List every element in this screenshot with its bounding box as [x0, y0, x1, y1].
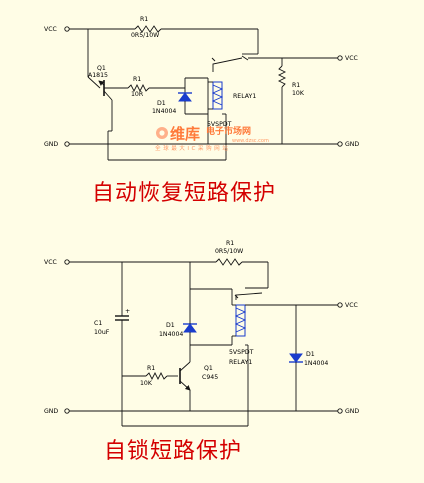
c2-q1-value: C945 — [202, 374, 218, 381]
c1-d1-value: 1N4004 — [152, 108, 176, 115]
c2-d1-ref: D1 — [166, 322, 175, 329]
c2-r1-resistor — [215, 258, 243, 266]
c1-d1-ref: D1 — [157, 100, 166, 107]
circuit-1-title: 自动恢复短路保护 — [92, 181, 276, 206]
c1-gnd-in-label: GND — [44, 141, 58, 148]
c1-q1-ref: Q1 — [97, 65, 106, 72]
c1-vcc-out-terminal — [337, 55, 343, 61]
c2-c1-ref: C1 — [94, 320, 102, 327]
c1-relay-value: 5VSPDT — [207, 121, 232, 128]
c1-q1-value: A1815 — [88, 72, 108, 79]
c1-r1-value: 0R5/10W — [131, 32, 159, 39]
c1-d1-diode — [178, 92, 192, 102]
c1-r2-value: 10R — [131, 91, 144, 98]
c1-gnd-out-label: GND — [345, 141, 359, 148]
c2-q1-ref: Q1 — [204, 365, 213, 372]
c1-r3-resistor — [277, 65, 287, 88]
watermark-tagline: 全球最大IC采购网站 — [155, 144, 230, 152]
watermark-brand-suffix: 电子市场网 — [206, 125, 251, 137]
c2-c1-plus: + — [125, 308, 130, 315]
c2-d2-value: 1N4004 — [304, 360, 328, 367]
c2-r1-value: 0R5/10W — [215, 248, 243, 255]
watermark-url: www.dzsc.com — [232, 138, 269, 144]
c2-gnd-out-label: GND — [345, 408, 359, 415]
c1-r2-ref: R1 — [133, 76, 141, 83]
c2-c1-value: 10uF — [94, 329, 110, 336]
c2-relay-contact — [235, 292, 263, 300]
c1-r2-resistor — [127, 83, 150, 93]
circuit-1 — [64, 25, 343, 161]
c1-vcc-in-label: VCC — [44, 26, 57, 33]
c2-r1-ref: R1 — [226, 240, 234, 247]
c2-gnd-in-label: GND — [44, 408, 58, 415]
c2-r2-resistor — [145, 371, 168, 381]
c1-r1-resistor — [134, 25, 162, 33]
c1-gnd-out-terminal — [337, 141, 343, 147]
watermark-brand: 维库 — [170, 125, 200, 143]
c2-r2-ref: R1 — [147, 365, 155, 372]
c2-gnd-out-terminal — [337, 408, 343, 414]
c2-relay-ref: RELAY1 — [229, 359, 252, 366]
c2-gnd-in-terminal — [64, 408, 70, 414]
c2-r2-value: 10K — [140, 380, 153, 387]
circuit-2-title: 自锁短路保护 — [104, 439, 242, 464]
c1-relay-ref: RELAY1 — [233, 93, 256, 100]
c1-relay-coil — [212, 81, 223, 110]
c2-vcc-in-label: VCC — [44, 259, 57, 266]
c1-r1-ref: R1 — [140, 16, 148, 23]
c1-r3-ref: R1 — [292, 82, 300, 89]
c1-vcc-in-terminal — [64, 26, 70, 32]
c2-d2-diode — [289, 353, 303, 363]
circuit-2 — [64, 258, 343, 427]
c2-vcc-in-terminal — [64, 259, 70, 265]
c1-relay-contact — [212, 57, 243, 72]
circuit-2-labels: VCC GND VCC GND R1 0R5/10W C1 10uF + D1 … — [44, 240, 359, 415]
c1-r3-value: 10K — [292, 90, 305, 97]
c1-vcc-out-label: VCC — [345, 55, 358, 62]
c2-relay-coil — [235, 304, 246, 337]
c2-vcc-out-terminal — [337, 302, 343, 308]
c2-d1-diode — [183, 323, 197, 333]
c2-d1-value: 1N4004 — [159, 331, 183, 338]
watermark: 维库 电子市场网 全球最大IC采购网站 www.dzsc.com — [155, 125, 269, 152]
c2-c1-capacitor — [115, 315, 129, 321]
circuit-1-labels: VCC GND VCC GND R1 0R5/10W Q1 A1815 R1 1… — [44, 16, 359, 148]
c2-d2-ref: D1 — [306, 351, 315, 358]
c2-relay-value: 5VSPDT — [229, 349, 254, 356]
c2-vcc-out-label: VCC — [345, 302, 358, 309]
c1-gnd-in-terminal — [64, 141, 70, 147]
